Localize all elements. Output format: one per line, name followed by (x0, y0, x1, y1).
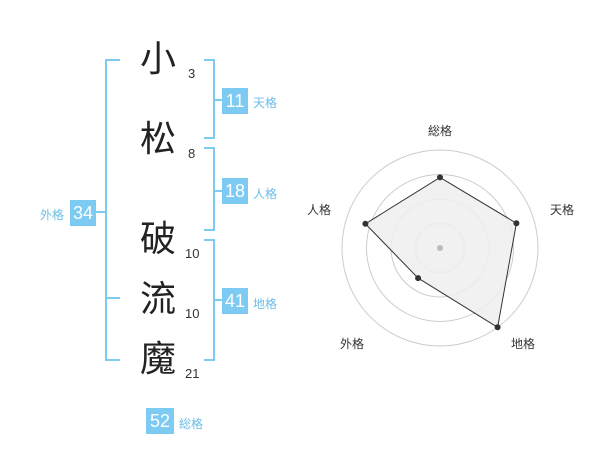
name-char-4: 流 (140, 279, 177, 320)
name-char-2: 松 (140, 119, 177, 160)
name-char-3: 破 (140, 219, 177, 260)
radar-ring (341, 149, 539, 347)
stroke-count-1: 3 (188, 66, 196, 81)
stroke-count-2: 8 (188, 146, 196, 161)
chikaku-label: 地格 (253, 297, 278, 311)
stroke-count-5: 21 (185, 366, 200, 381)
radar-point-2 (494, 324, 501, 331)
stroke-count-4: 10 (185, 306, 200, 321)
radar-axis-label-tenkaku: 天格 (550, 203, 575, 217)
radar-axis-label-gaikaku: 外格 (340, 337, 365, 351)
radar-point-1 (513, 220, 520, 227)
chikaku-badge: 41 (222, 288, 248, 314)
radar-point-0 (437, 174, 443, 181)
jinkaku-badge: 18 (222, 178, 248, 204)
soukaku-badge: 52 (146, 408, 174, 434)
radar-axis-label-chikaku: 地格 (511, 337, 536, 351)
tenkaku-badge: 11 (222, 88, 248, 114)
radar-center (437, 245, 443, 251)
radar-polygon (364, 176, 517, 329)
radar-axis-label-soukaku: 総格 (428, 124, 453, 138)
gaikaku-badge: 34 (70, 200, 96, 226)
gaikaku-label: 外格 (40, 208, 65, 222)
gaikaku-bracket (105, 59, 120, 361)
name-char-5: 魔 (140, 339, 177, 380)
stroke-count-3: 10 (185, 246, 200, 261)
radar-point-4 (362, 220, 369, 227)
jinkaku-label: 人格 (253, 187, 278, 201)
tenkaku-label: 天格 (253, 96, 278, 110)
soukaku-label: 総格 (179, 417, 204, 431)
name-char-1: 小 (140, 39, 177, 80)
radar-axis-label-jinkaku: 人格 (307, 203, 332, 217)
jinkaku-bracket (204, 147, 215, 231)
radar-point-3 (415, 275, 422, 282)
